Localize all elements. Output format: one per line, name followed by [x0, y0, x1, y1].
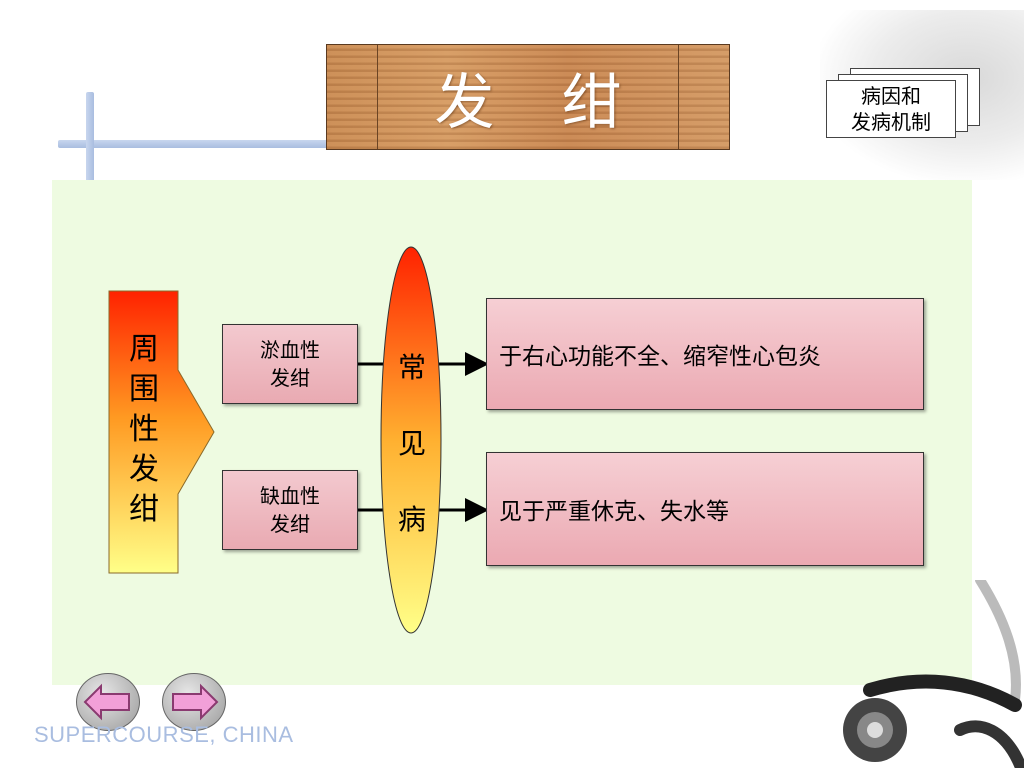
board-seam: [678, 45, 679, 149]
cause-text: 见于严重休克、失水等: [499, 499, 729, 525]
box-line-2: 发绀: [270, 366, 310, 390]
next-slide-button[interactable]: [162, 673, 226, 731]
right-arrow-icon: [172, 683, 219, 721]
decorative-line-vertical: [86, 92, 94, 192]
board-seam: [377, 45, 378, 149]
box-line-1: 缺血性: [260, 484, 320, 508]
stethoscope-icon: [843, 580, 1024, 768]
decorative-line-horizontal: [58, 140, 328, 148]
previous-slide-button[interactable]: [76, 673, 140, 731]
ischemic-cyanosis-box: 缺血性 发绀: [222, 470, 358, 550]
common-disease-oval: [380, 246, 442, 634]
title-board: 发 绀: [326, 44, 730, 150]
tag-front-sheet: 病因和 发病机制: [826, 80, 956, 138]
tag-line-2: 发病机制: [851, 110, 931, 134]
page-title: 发 绀: [434, 67, 646, 138]
peripheral-cyanosis-label: 周围性发绀: [129, 332, 159, 527]
footer-brand: SUPERCOURSE, CHINA: [34, 722, 294, 747]
peripheral-cyanosis-arrow-shape: [108, 290, 215, 574]
box-line-1: 淤血性: [260, 338, 320, 362]
common-disease-label: 常见病: [397, 351, 426, 536]
ischemic-cause-box: 见于严重休克、失水等: [486, 452, 924, 566]
tag-line-1: 病因和: [861, 84, 921, 108]
box-line-2: 发绀: [270, 512, 310, 536]
congestive-cause-box: 于右心功能不全、缩窄性心包炎: [486, 298, 924, 410]
cause-text: 于右心功能不全、缩窄性心包炎: [499, 344, 821, 370]
left-arrow-icon: [83, 683, 130, 721]
topic-tag: 病因和 发病机制: [824, 68, 984, 148]
congestive-cyanosis-box: 淤血性 发绀: [222, 324, 358, 404]
